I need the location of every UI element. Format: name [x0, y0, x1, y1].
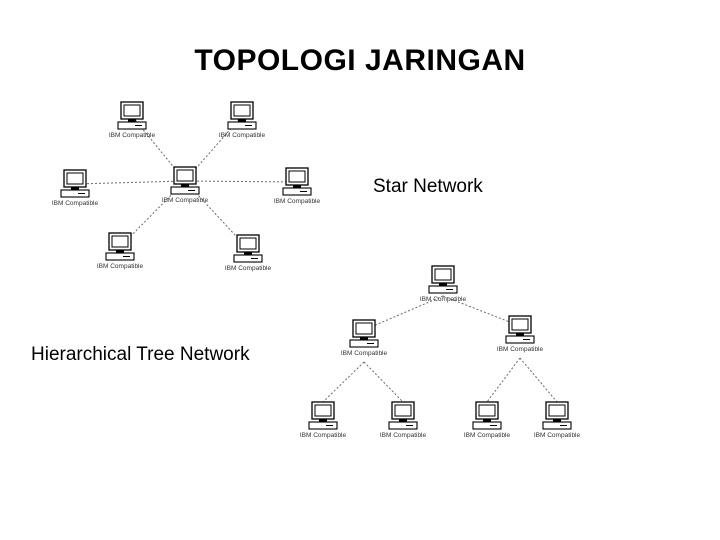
star-node-computer: IBM Compatible [109, 101, 156, 139]
network-link [363, 361, 404, 403]
tree-level2-computer: IBM Compatible [380, 401, 427, 439]
slide-title: TOPOLOGI JARINGAN [194, 44, 526, 77]
computer-icon [105, 232, 135, 261]
star-node-computer: IBM Compatible [225, 234, 272, 272]
node-label: IBM Compatible [534, 432, 581, 439]
computer-icon [349, 319, 379, 348]
node-label: IBM Compatible [497, 346, 544, 353]
network-link [184, 180, 298, 183]
node-label: IBM Compatible [274, 198, 321, 205]
star-hub-computer: IBM Compatible [162, 166, 209, 204]
computer-icon [60, 169, 90, 198]
tree-level2-computer: IBM Compatible [534, 401, 581, 439]
star-node-computer: IBM Compatible [52, 169, 99, 207]
star-node-computer: IBM Compatible [97, 232, 144, 270]
node-label: IBM Compatible [97, 263, 144, 270]
computer-icon [308, 401, 338, 430]
tree-level2-computer: IBM Compatible [300, 401, 347, 439]
node-label: IBM Compatible [219, 132, 266, 139]
node-label: IBM Compatible [162, 197, 209, 204]
node-label: IBM Compatible [464, 432, 511, 439]
tree-level1-computer: IBM Compatible [497, 315, 544, 353]
computer-icon [227, 101, 257, 130]
computer-icon [388, 401, 418, 430]
computer-icon [282, 167, 312, 196]
computer-icon [428, 265, 458, 294]
star-node-computer: IBM Compatible [219, 101, 266, 139]
tree-level2-computer: IBM Compatible [464, 401, 511, 439]
computer-icon [472, 401, 502, 430]
tree-network-caption: Hierarchical Tree Network [31, 344, 250, 365]
computer-icon [542, 401, 572, 430]
node-label: IBM Compatible [109, 132, 156, 139]
computer-icon [505, 315, 535, 344]
node-label: IBM Compatible [380, 432, 427, 439]
node-label: IBM Compatible [341, 350, 388, 357]
star-network-caption: Star Network [373, 176, 483, 197]
tree-root-computer: IBM Compatible [420, 265, 467, 303]
network-link [442, 295, 521, 327]
node-label: IBM Compatible [52, 200, 99, 207]
node-label: IBM Compatible [300, 432, 347, 439]
node-label: IBM Compatible [225, 265, 272, 272]
network-link [519, 357, 558, 403]
star-node-computer: IBM Compatible [274, 167, 321, 205]
network-link [322, 361, 365, 403]
computer-icon [117, 101, 147, 130]
network-link [74, 180, 186, 185]
computer-icon [170, 166, 200, 195]
network-link [486, 357, 521, 403]
tree-level1-computer: IBM Compatible [341, 319, 388, 357]
computer-icon [233, 234, 263, 263]
node-label: IBM Compatible [420, 296, 467, 303]
